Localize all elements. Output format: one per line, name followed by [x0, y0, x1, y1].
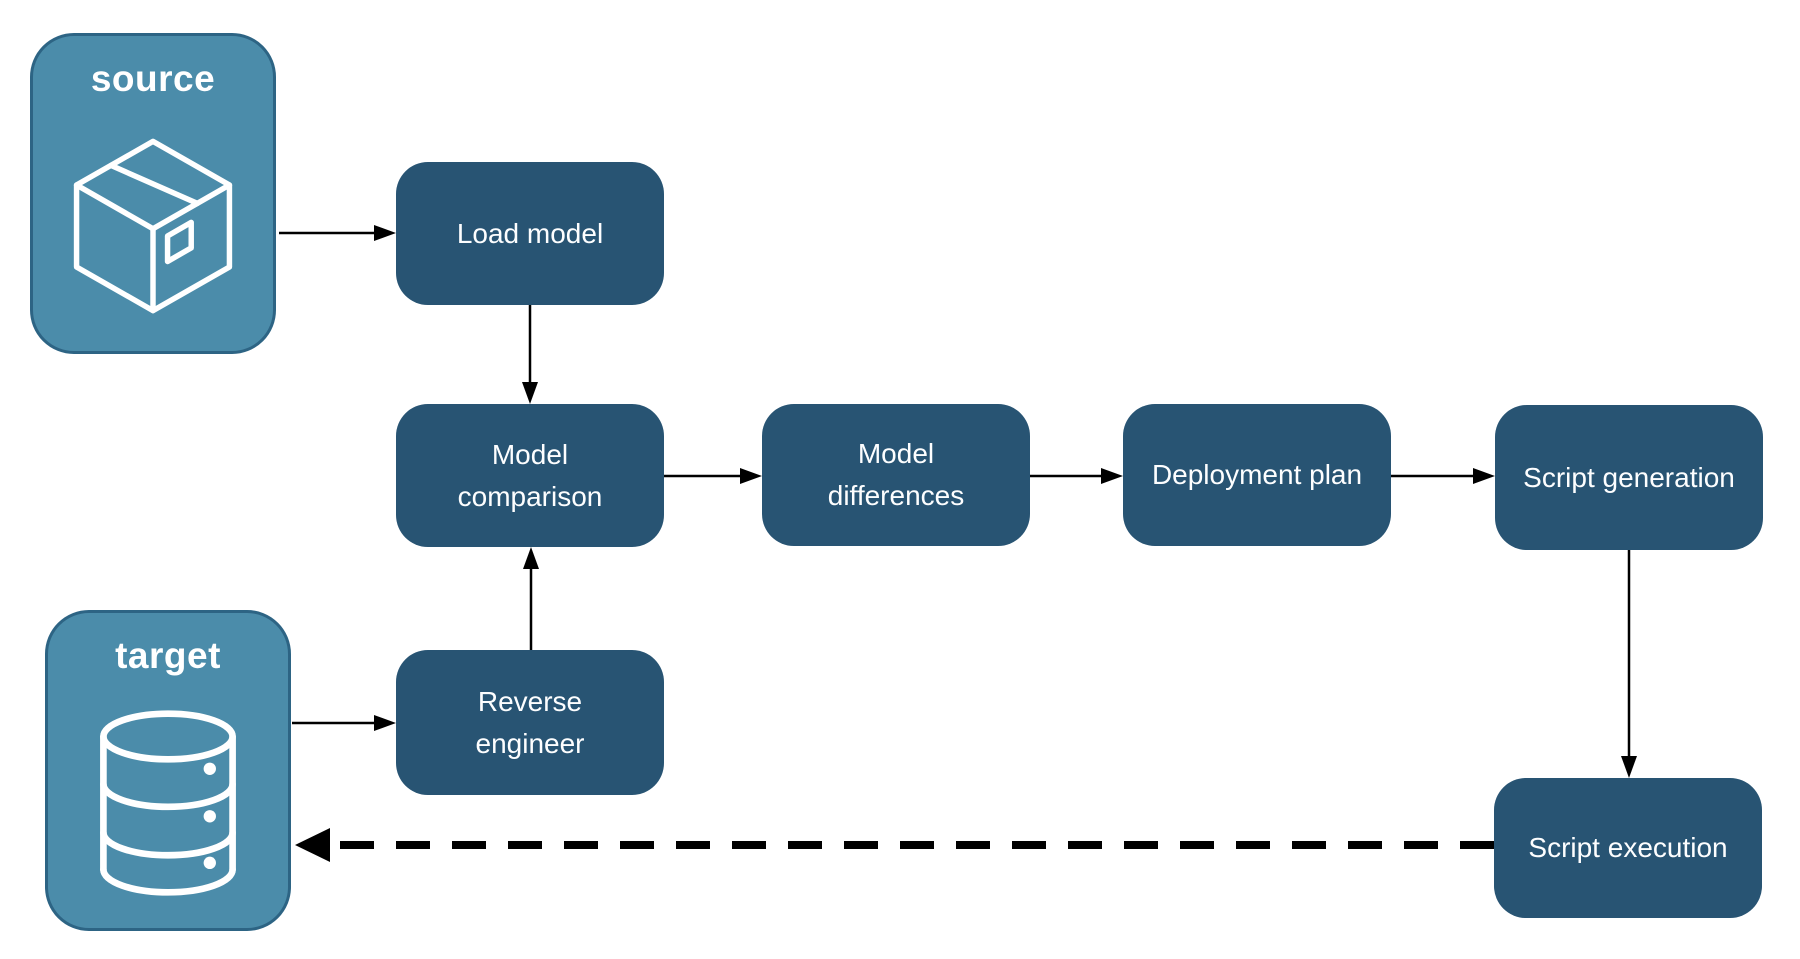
edge-reverse-engineer-to-model-comparison: [523, 547, 539, 650]
node-deployment-plan: Deployment plan: [1123, 404, 1391, 546]
source-label: source: [90, 58, 216, 99]
node-model-comparison-label: Model comparison: [457, 438, 603, 512]
node-load-model: Load model: [396, 162, 664, 305]
edge-deployment-plan-to-script-generation: [1391, 468, 1495, 484]
database-icon: [48, 677, 288, 928]
node-reverse-engineer: Reverse engineer: [396, 650, 664, 795]
node-model-differences: Model differences: [762, 404, 1030, 546]
edge-model-differences-to-deployment-plan: [1030, 468, 1123, 484]
node-model-comparison: Model comparison: [396, 404, 664, 547]
node-reverse-engineer-label: Reverse engineer: [475, 685, 585, 759]
node-model-differences-label: Model differences: [827, 438, 965, 511]
edge-target-to-reverse-engineer: [292, 715, 396, 731]
source-container: source: [30, 33, 276, 354]
node-script-execution: Script execution: [1494, 778, 1762, 918]
node-script-execution-label: Script execution: [1528, 832, 1728, 863]
edge-source-to-load-model: [279, 225, 396, 241]
edge-model-comparison-to-model-differences: [664, 468, 762, 484]
node-script-generation-label: Script generation: [1523, 461, 1735, 493]
package-icon: [33, 100, 273, 351]
node-script-generation: Script generation: [1495, 405, 1763, 550]
target-container: target: [45, 610, 291, 931]
edge-load-model-to-model-comparison: [522, 305, 538, 404]
node-deployment-plan-label: Deployment plan: [1151, 459, 1363, 490]
node-load-model-label: Load model: [456, 217, 604, 249]
target-label: target: [115, 635, 221, 676]
edge-script-execution-to-target-dashed: [295, 828, 1494, 862]
edge-script-generation-to-script-execution: [1621, 550, 1637, 778]
